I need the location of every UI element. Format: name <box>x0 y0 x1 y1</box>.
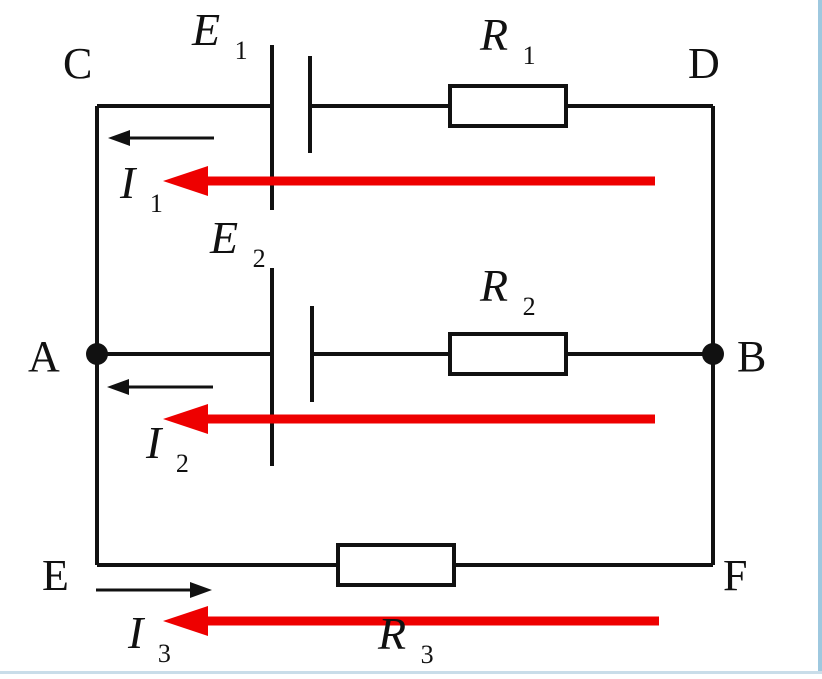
label-r1-sub: 1 <box>523 41 536 70</box>
label-i1-main: I <box>119 157 138 208</box>
label-r1-main: R <box>479 9 508 60</box>
label-e2-sub: 2 <box>253 244 266 273</box>
point-label-d: D <box>688 39 720 88</box>
label-r2-sub: 2 <box>523 292 536 321</box>
label-e1: E 1 <box>191 4 248 65</box>
label-i2-sub: 2 <box>176 449 189 478</box>
label-i1: I 1 <box>119 157 163 218</box>
red-arrow-top <box>163 166 655 196</box>
point-label-a: A <box>28 332 60 381</box>
node-a <box>86 343 108 365</box>
resistor-r1 <box>448 84 568 128</box>
circuit-wires <box>95 104 715 567</box>
label-e2-main: E <box>209 212 238 263</box>
label-i2: I 2 <box>145 417 189 478</box>
label-e2: E 2 <box>209 212 266 273</box>
resistor-r2 <box>448 332 568 376</box>
point-label-f: F <box>723 551 747 600</box>
label-i3-main: I <box>127 607 146 658</box>
label-i3-sub: 3 <box>158 639 171 668</box>
current-arrow-i1 <box>108 130 214 146</box>
battery-e2 <box>270 268 314 466</box>
label-r3-sub: 3 <box>421 640 434 669</box>
label-i2-main: I <box>145 417 164 468</box>
current-arrow-i2 <box>107 379 213 395</box>
label-i1-sub: 1 <box>150 189 163 218</box>
bottom-edge-strip <box>0 671 822 674</box>
label-r2: R 2 <box>479 260 536 321</box>
right-edge-strip <box>818 0 822 674</box>
point-label-c: C <box>63 39 92 88</box>
point-label-e: E <box>42 551 69 600</box>
resistor-r3 <box>336 543 456 587</box>
point-label-b: B <box>737 332 766 381</box>
node-b <box>702 343 724 365</box>
red-arrow-bottom <box>163 606 659 636</box>
label-i3: I 3 <box>127 607 171 668</box>
label-e1-main: E <box>191 4 220 55</box>
red-arrow-middle <box>163 404 655 434</box>
label-e1-sub: 1 <box>235 36 248 65</box>
label-r3: R 3 <box>377 608 434 669</box>
label-r3-main: R <box>377 608 406 659</box>
label-r1: R 1 <box>479 9 536 70</box>
label-r2-main: R <box>479 260 508 311</box>
current-arrow-i3 <box>96 582 212 598</box>
